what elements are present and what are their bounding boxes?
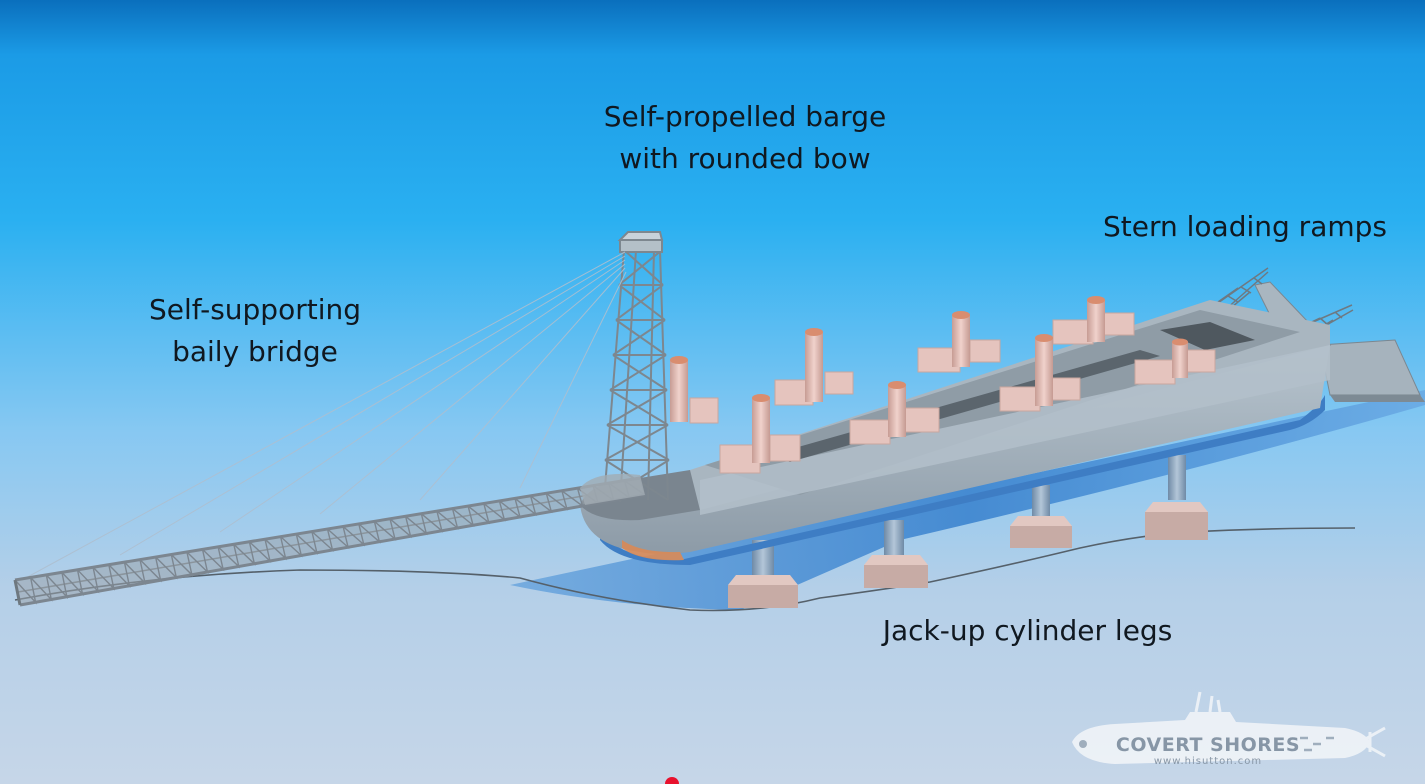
stay-cables — [21, 251, 627, 581]
label-jack-up-cylinder-legs: Jack-up cylinder legs — [882, 614, 1173, 647]
watermark-text: COVERT SHORES www.hisutton.com — [1108, 734, 1308, 768]
bridge-tower — [603, 231, 670, 503]
leg-3 — [1010, 485, 1072, 548]
deck-cargo — [670, 296, 1216, 474]
label-stern-loading-ramps: Stern loading ramps — [1103, 210, 1387, 243]
watermark-url: www.hisutton.com — [1153, 756, 1263, 767]
label-bridge-line1: Self-supporting — [148, 293, 361, 326]
label-self-propelled-barge: Self-propelled barge with rounded bow — [545, 96, 945, 180]
jack-up-legs — [728, 455, 1208, 608]
leg-2 — [864, 520, 928, 588]
label-barge-line1: Self-propelled barge — [603, 100, 887, 133]
label-self-supporting-bridge: Self-supporting baily bridge — [105, 289, 405, 373]
covert-shores-watermark — [1072, 691, 1386, 764]
truss-diagonal-members — [14, 477, 647, 605]
video-progress-dot[interactable] — [665, 777, 679, 784]
label-barge-line2: with rounded bow — [619, 142, 871, 175]
cargo-cylinders — [670, 296, 1188, 463]
leg-4 — [1145, 455, 1208, 540]
bailey-bridge — [13, 473, 647, 607]
watermark-name: COVERT SHORES — [1115, 734, 1301, 756]
label-bridge-line2: baily bridge — [172, 335, 338, 368]
leg-1 — [728, 540, 798, 608]
